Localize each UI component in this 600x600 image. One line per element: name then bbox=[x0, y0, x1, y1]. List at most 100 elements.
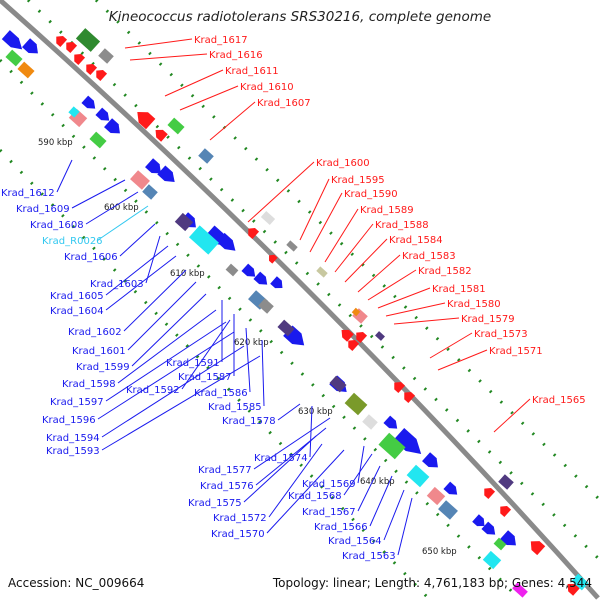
gene-block[interactable] bbox=[493, 537, 507, 551]
gene-block[interactable] bbox=[75, 28, 101, 52]
gene-arrow-forward[interactable] bbox=[241, 263, 258, 281]
gene-arrow-forward[interactable] bbox=[145, 158, 165, 178]
gene-arrow-reverse[interactable] bbox=[338, 326, 354, 342]
gene-label-krad-1598[interactable]: Krad_1598 bbox=[62, 379, 116, 390]
gene-label-krad-1602[interactable]: Krad_1602 bbox=[68, 327, 122, 338]
gene-label-krad-1563[interactable]: Krad_1563 bbox=[342, 551, 396, 562]
gene-arrow-reverse[interactable] bbox=[497, 503, 512, 518]
gene-arrow-reverse[interactable] bbox=[481, 485, 496, 500]
gene-arrow-reverse[interactable] bbox=[53, 33, 68, 48]
gene-label-krad-1593[interactable]: Krad_1593 bbox=[46, 446, 100, 457]
gene-arrow-forward[interactable] bbox=[157, 165, 178, 187]
gene-block[interactable] bbox=[277, 319, 295, 337]
gene-label-krad-1579[interactable]: Krad_1579 bbox=[461, 314, 515, 325]
gene-arrow-reverse[interactable] bbox=[245, 225, 260, 240]
gene-arrow-forward[interactable] bbox=[216, 232, 240, 255]
gene-label-krad-1592[interactable]: Krad_1592 bbox=[126, 385, 180, 396]
gene-block[interactable] bbox=[198, 148, 214, 164]
gene-block[interactable] bbox=[351, 307, 361, 317]
gene-arrow-reverse[interactable] bbox=[93, 67, 108, 82]
gene-label-krad-1573[interactable]: Krad_1573 bbox=[474, 329, 528, 340]
gene-arrow-forward[interactable] bbox=[270, 276, 286, 291]
gene-label-krad-1617[interactable]: Krad_1617 bbox=[194, 35, 248, 46]
gene-label-krad-1591[interactable]: Krad_1591 bbox=[166, 358, 220, 369]
gene-arrow-reverse[interactable] bbox=[527, 537, 546, 556]
gene-arrow-forward[interactable] bbox=[393, 428, 426, 460]
gene-label-krad-1616[interactable]: Krad_1616 bbox=[209, 50, 263, 61]
gene-label-krad-1603[interactable]: Krad_1603 bbox=[90, 279, 144, 290]
gene-arrow-reverse[interactable] bbox=[71, 51, 86, 66]
gene-label-krad-1589[interactable]: Krad_1589 bbox=[360, 205, 414, 216]
gene-block[interactable] bbox=[98, 48, 114, 64]
gene-arrow-forward[interactable] bbox=[383, 415, 400, 433]
gene-label-krad-1569[interactable]: Krad_1569 bbox=[302, 479, 356, 490]
gene-label-krad-1586[interactable]: Krad_1586 bbox=[194, 388, 248, 399]
gene-block[interactable] bbox=[512, 582, 528, 598]
gene-block[interactable] bbox=[142, 184, 158, 200]
gene-label-krad-1578[interactable]: Krad_1578 bbox=[222, 416, 276, 427]
gene-arrow-forward[interactable] bbox=[1, 30, 26, 54]
gene-block[interactable] bbox=[438, 500, 458, 520]
gene-arrow-forward[interactable] bbox=[22, 38, 42, 58]
gene-arrow-reverse[interactable] bbox=[63, 39, 78, 54]
gene-arrow-reverse[interactable] bbox=[133, 107, 156, 130]
gene-label-krad-1564[interactable]: Krad_1564 bbox=[328, 536, 382, 547]
gene-label-krad-1575[interactable]: Krad_1575 bbox=[188, 498, 242, 509]
gene-label-krad-1568[interactable]: Krad_1568 bbox=[288, 491, 342, 502]
gene-block[interactable] bbox=[225, 263, 239, 277]
gene-label-krad-1580[interactable]: Krad_1580 bbox=[447, 299, 501, 310]
gene-block[interactable] bbox=[316, 266, 328, 278]
gene-block[interactable] bbox=[258, 298, 274, 314]
gene-label-krad-1577[interactable]: Krad_1577 bbox=[198, 465, 252, 476]
gene-label-krad-1587[interactable]: Krad_1587 bbox=[178, 372, 232, 383]
gene-block[interactable] bbox=[5, 49, 23, 67]
gene-arrow-reverse[interactable] bbox=[345, 337, 360, 352]
gene-label-krad-1609[interactable]: Krad_1609 bbox=[16, 204, 70, 215]
gene-arrow-forward[interactable] bbox=[253, 271, 270, 289]
gene-label-krad-1612[interactable]: Krad_1612 bbox=[1, 188, 55, 199]
gene-label-krad-1583[interactable]: Krad_1583 bbox=[402, 251, 456, 262]
gene-arrow-forward[interactable] bbox=[481, 521, 498, 539]
gene-arrow-reverse[interactable] bbox=[401, 389, 416, 404]
gene-label-krad-1605[interactable]: Krad_1605 bbox=[50, 291, 104, 302]
gene-label-krad-1590[interactable]: Krad_1590 bbox=[344, 189, 398, 200]
gene-arrow-forward[interactable] bbox=[104, 118, 124, 138]
gene-block[interactable] bbox=[329, 375, 347, 393]
gene-label-krad-1599[interactable]: Krad_1599 bbox=[76, 362, 130, 373]
gene-label-krad-1584[interactable]: Krad_1584 bbox=[389, 235, 443, 246]
gene-label-krad-1566[interactable]: Krad_1566 bbox=[314, 522, 368, 533]
gene-label-krad-1581[interactable]: Krad_1581 bbox=[432, 284, 486, 295]
gene-label-krad-1596[interactable]: Krad_1596 bbox=[42, 415, 96, 426]
gene-label-krad-1588[interactable]: Krad_1588 bbox=[375, 220, 429, 231]
gene-arrow-forward[interactable] bbox=[422, 452, 442, 472]
gene-arrow-forward[interactable] bbox=[443, 481, 460, 499]
gene-label-krad-1576[interactable]: Krad_1576 bbox=[200, 481, 254, 492]
gene-arrow-forward[interactable] bbox=[95, 107, 112, 125]
gene-label-krad-1608[interactable]: Krad_1608 bbox=[30, 220, 84, 231]
gene-block[interactable] bbox=[375, 331, 385, 341]
gene-arrow-forward[interactable] bbox=[81, 95, 98, 113]
gene-arrow-reverse[interactable] bbox=[83, 61, 98, 76]
gene-arrow-reverse[interactable] bbox=[564, 580, 580, 596]
gene-block[interactable] bbox=[406, 464, 430, 488]
gene-label-krad-1600[interactable]: Krad_1600 bbox=[316, 158, 370, 169]
gene-label-krad-r0026[interactable]: Krad_R0026 bbox=[42, 236, 103, 247]
gene-label-krad-1595[interactable]: Krad_1595 bbox=[331, 175, 385, 186]
gene-label-krad-1607[interactable]: Krad_1607 bbox=[257, 98, 311, 109]
gene-block[interactable] bbox=[498, 474, 514, 490]
gene-block[interactable] bbox=[89, 131, 107, 149]
gene-block[interactable] bbox=[482, 550, 502, 570]
gene-block[interactable] bbox=[426, 486, 446, 506]
gene-block[interactable] bbox=[167, 117, 185, 135]
gene-label-krad-1572[interactable]: Krad_1572 bbox=[213, 513, 267, 524]
gene-label-krad-1606[interactable]: Krad_1606 bbox=[64, 252, 118, 263]
gene-block[interactable] bbox=[260, 211, 276, 225]
gene-label-krad-1565[interactable]: Krad_1565 bbox=[532, 395, 586, 406]
gene-label-krad-1574[interactable]: Krad_1574 bbox=[254, 453, 308, 464]
gene-block[interactable] bbox=[571, 573, 589, 591]
gene-block[interactable] bbox=[362, 414, 378, 430]
gene-arrow-forward[interactable] bbox=[472, 514, 488, 529]
gene-label-krad-1571[interactable]: Krad_1571 bbox=[489, 346, 543, 357]
gene-arrow-reverse[interactable] bbox=[391, 379, 406, 394]
